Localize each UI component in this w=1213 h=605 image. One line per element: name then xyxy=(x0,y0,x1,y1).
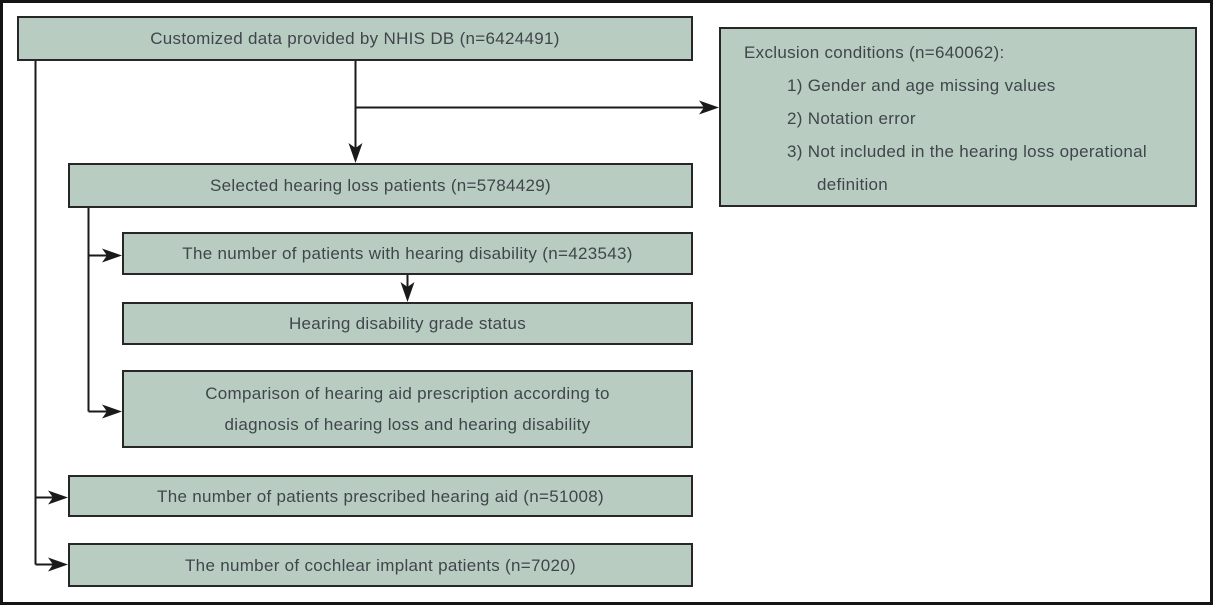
box-label-line: diagnosis of hearing loss and hearing di… xyxy=(224,415,591,434)
connector-rail-to-comparison xyxy=(88,404,122,419)
box-label: The number of patients prescribed hearin… xyxy=(157,486,604,506)
connector-nhis-to-selected xyxy=(348,61,363,163)
box-hearing-disability: The number of patients with hearing disa… xyxy=(122,232,693,275)
connector-rail-to-disability xyxy=(88,248,122,263)
exclusion-item: 2) Notation error xyxy=(787,109,916,128)
box-selected-patients: Selected hearing loss patients (n=578442… xyxy=(68,163,693,208)
box-nhis-db: Customized data provided by NHIS DB (n=6… xyxy=(17,16,693,61)
box-hearing-aid: The number of patients prescribed hearin… xyxy=(68,475,693,517)
connector-rail-to-cochlear xyxy=(35,557,68,572)
box-label: Selected hearing loss patients (n=578442… xyxy=(209,176,552,195)
box-comparison: Comparison of hearing aid prescription a… xyxy=(122,370,693,448)
exclusion-item: 3) Not included in the hearing loss oper… xyxy=(787,142,1147,194)
box-label-line: Comparison of hearing aid prescription a… xyxy=(205,384,610,403)
box-label: The number of cochlear implant patients … xyxy=(185,555,576,575)
exclusion-title: Exclusion conditions (n=640062): xyxy=(744,43,1005,62)
box-label: The number of patients with hearing disa… xyxy=(182,244,633,263)
box-exclusion-conditions: Exclusion conditions (n=640062): 1) Gend… xyxy=(719,27,1197,207)
box-cochlear-implant: The number of cochlear implant patients … xyxy=(68,543,693,587)
box-label: Hearing disability grade status xyxy=(288,314,527,333)
box-label: Customized data provided by NHIS DB (n=6… xyxy=(150,29,560,48)
connector-disability-to-grade xyxy=(400,275,415,302)
connector-nhis-to-exclusion xyxy=(355,100,719,115)
connector-rail-to-hearing-aid xyxy=(35,490,68,505)
exclusion-item: 1) Gender and age missing values xyxy=(787,76,1056,95)
box-grade-status: Hearing disability grade status xyxy=(122,302,693,345)
